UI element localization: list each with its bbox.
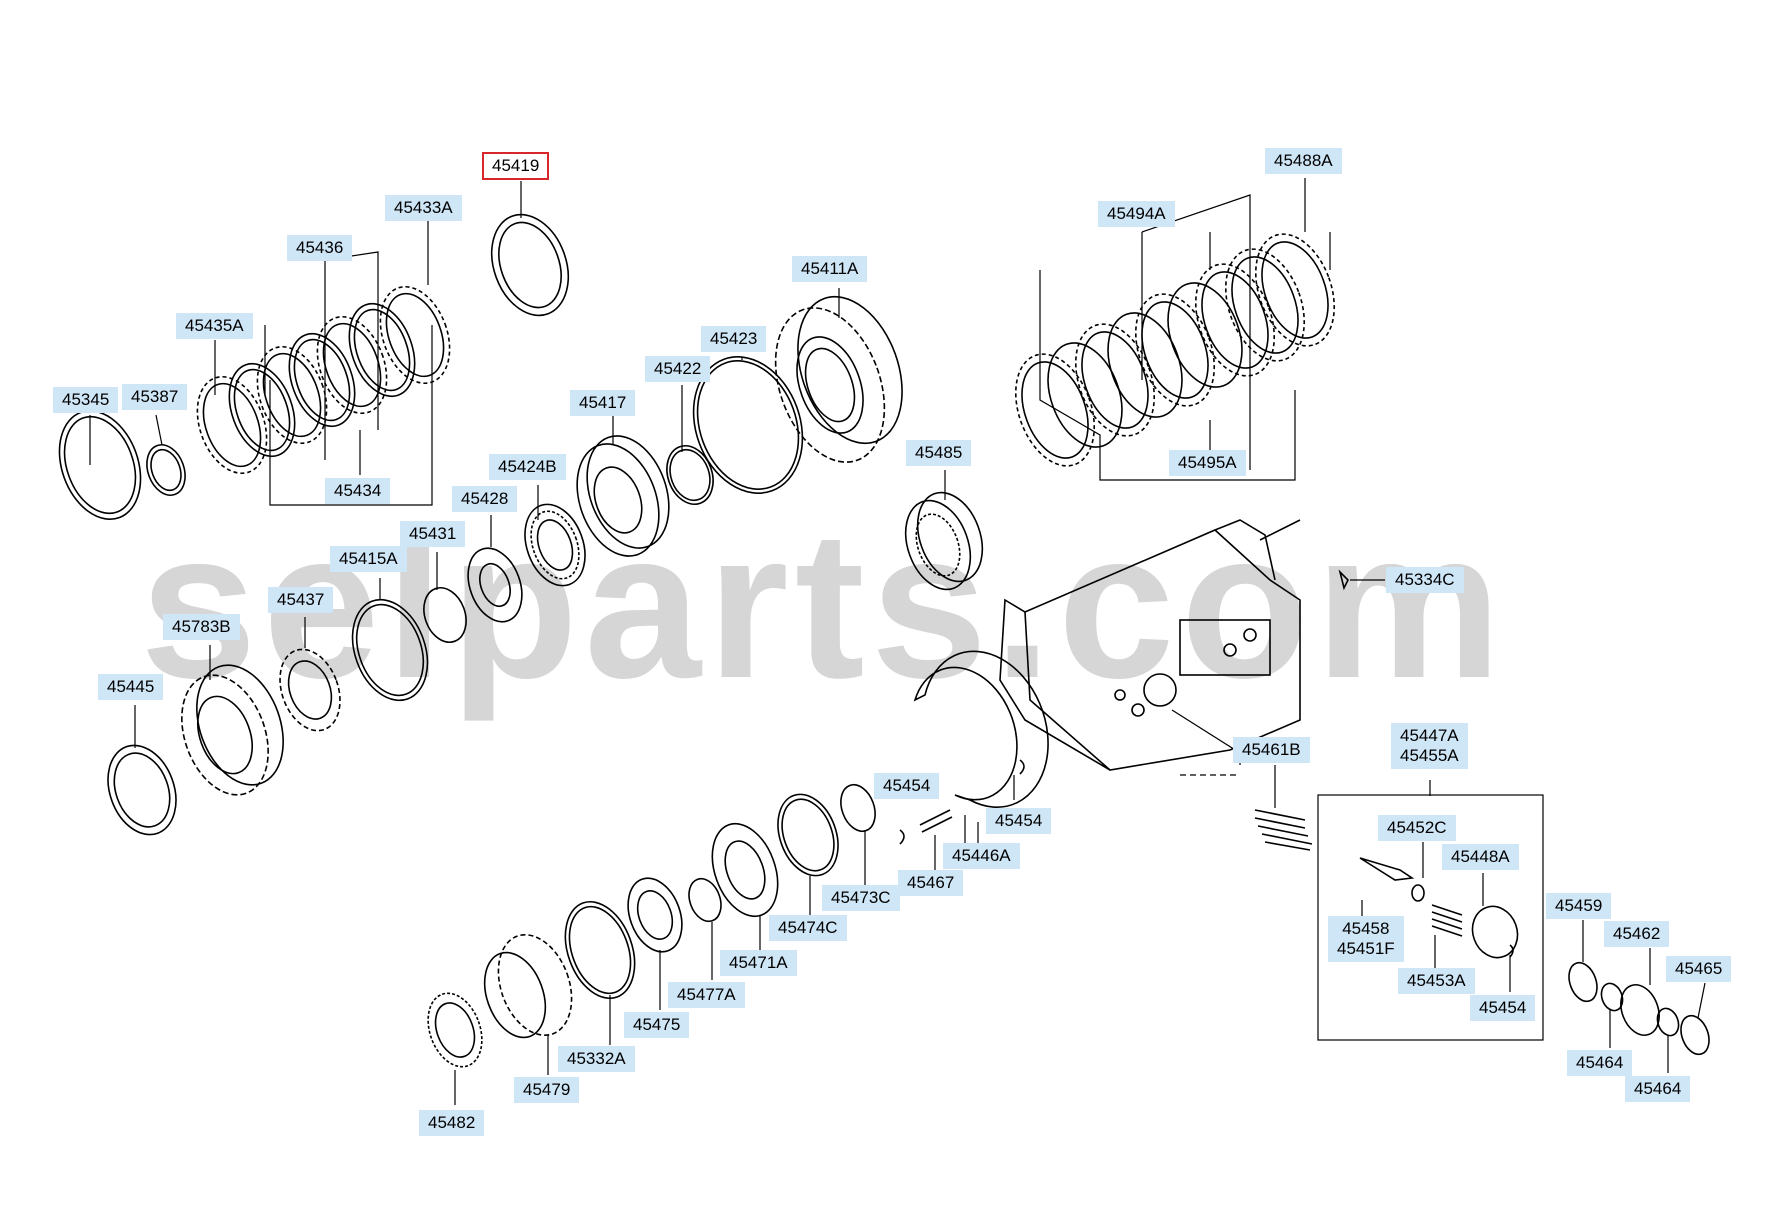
part-label-45458-45451F[interactable]: 45458 45451F xyxy=(1328,916,1404,962)
part-label-45417[interactable]: 45417 xyxy=(570,390,636,416)
part-45448A-plug xyxy=(1471,905,1519,959)
part-label-45464-a[interactable]: 45464 xyxy=(1567,1050,1633,1076)
part-label-45437[interactable]: 45437 xyxy=(268,587,334,613)
part-label-45494A[interactable]: 45494A xyxy=(1098,201,1175,227)
part-label-45445[interactable]: 45445 xyxy=(98,674,164,700)
part-45485-sprag xyxy=(904,491,984,591)
part-label-45454-b[interactable]: 45454 xyxy=(986,808,1052,834)
part-label-45431[interactable]: 45431 xyxy=(400,521,466,547)
part-label-45411A[interactable]: 45411A xyxy=(792,256,868,282)
part-45467-pin xyxy=(919,809,951,826)
part-label-45452C[interactable]: 45452C xyxy=(1378,815,1456,841)
part-label-45423[interactable]: 45423 xyxy=(701,326,767,352)
part-45415A-snap-ring xyxy=(351,598,429,702)
part-45454-clip-b xyxy=(899,829,905,845)
part-label-45419[interactable]: 45419 xyxy=(482,152,550,180)
part-label-45422[interactable]: 45422 xyxy=(645,356,711,382)
part-label-45448A[interactable]: 45448A xyxy=(1442,844,1519,870)
part-label-45453A[interactable]: 45453A xyxy=(1398,968,1475,994)
part-label-45459[interactable]: 45459 xyxy=(1546,893,1612,919)
part-45477A-ring xyxy=(688,877,722,923)
part-label-45477A[interactable]: 45477A xyxy=(668,982,745,1008)
part-45473C-ring xyxy=(840,783,876,833)
part-label-45475[interactable]: 45475 xyxy=(624,1012,690,1038)
part-45479-drum xyxy=(483,933,573,1039)
part-label-45473C[interactable]: 45473C xyxy=(822,885,900,911)
part-45783B-gear xyxy=(181,664,284,796)
part-45417-hub xyxy=(576,435,670,557)
part-45428-washer xyxy=(467,547,523,623)
part-45461B-spring xyxy=(1254,809,1313,851)
part-45422-oring xyxy=(666,445,714,505)
part-45334C-clip xyxy=(1338,569,1349,591)
part-45446A-band xyxy=(913,650,1049,808)
part-label-45435A[interactable]: 45435A xyxy=(176,313,253,339)
part-45453A-spring xyxy=(1431,904,1463,937)
part-45464-ring-b xyxy=(1656,1007,1680,1037)
part-clutch-pack-left xyxy=(196,285,451,475)
part-45345-snap-ring xyxy=(58,409,142,521)
part-45464-ring-a xyxy=(1600,982,1624,1012)
part-transmission-case xyxy=(999,519,1301,771)
part-label-45488A[interactable]: 45488A xyxy=(1265,148,1342,174)
part-label-45464-b[interactable]: 45464 xyxy=(1625,1076,1691,1102)
part-45431-ring xyxy=(423,587,467,643)
part-label-45461B[interactable]: 45461B xyxy=(1233,737,1310,763)
part-label-45783B[interactable]: 45783B xyxy=(163,614,240,640)
part-label-45436[interactable]: 45436 xyxy=(287,235,353,261)
part-label-45424B[interactable]: 45424B xyxy=(489,454,566,480)
part-45465-snap-ring xyxy=(1680,1014,1710,1056)
part-label-45415A[interactable]: 45415A xyxy=(330,546,407,572)
part-45474C-ring xyxy=(777,793,839,877)
part-label-45454-a[interactable]: 45454 xyxy=(874,773,940,799)
part-45419-plate xyxy=(490,213,570,317)
part-45445-washer xyxy=(107,744,177,836)
part-45424B-bearing xyxy=(524,503,586,587)
part-label-45446A[interactable]: 45446A xyxy=(943,843,1020,869)
part-label-45465[interactable]: 45465 xyxy=(1666,956,1732,982)
part-label-45467[interactable]: 45467 xyxy=(898,870,964,896)
part-clutch-pack-right xyxy=(1014,233,1336,467)
part-label-45433A[interactable]: 45433A xyxy=(385,195,462,221)
part-label-45332A[interactable]: 45332A xyxy=(558,1046,635,1072)
part-45423-oring xyxy=(692,356,804,494)
part-label-45474C[interactable]: 45474C xyxy=(769,915,847,941)
part-45454-clip-c xyxy=(1509,944,1514,958)
part-label-45485[interactable]: 45485 xyxy=(906,440,972,466)
part-label-45479[interactable]: 45479 xyxy=(514,1077,580,1103)
part-label-45482[interactable]: 45482 xyxy=(419,1110,485,1136)
part-label-45345[interactable]: 45345 xyxy=(53,387,119,413)
part-label-45428[interactable]: 45428 xyxy=(452,486,518,512)
part-45458-valve xyxy=(1359,857,1415,881)
part-label-45451F: 45451F xyxy=(1337,939,1395,958)
part-45482-plate xyxy=(427,992,483,1068)
part-label-45447A-45455A[interactable]: 45447A 45455A xyxy=(1391,723,1468,769)
part-label-45458: 45458 xyxy=(1342,919,1390,938)
part-label-45454-box[interactable]: 45454 xyxy=(1470,995,1536,1021)
part-45452C-ring xyxy=(1411,884,1425,902)
part-label-45434[interactable]: 45434 xyxy=(325,478,391,504)
part-45462-piston xyxy=(1620,984,1660,1036)
part-45387-ring xyxy=(146,444,186,496)
part-label-45334C[interactable]: 45334C xyxy=(1386,567,1464,593)
part-label-45462[interactable]: 45462 xyxy=(1604,921,1670,947)
part-45411A-drum xyxy=(774,295,903,463)
part-label-45495A[interactable]: 45495A xyxy=(1169,450,1246,476)
leader-lines xyxy=(89,178,1706,1105)
part-45332A-ring xyxy=(564,900,636,1000)
part-45454-clip-a xyxy=(1019,759,1025,775)
part-45459-ring xyxy=(1568,961,1598,1003)
part-label-45455A: 45455A xyxy=(1400,746,1459,765)
part-label-45471A[interactable]: 45471A xyxy=(720,950,797,976)
part-label-45447A: 45447A xyxy=(1400,726,1459,745)
part-label-45387[interactable]: 45387 xyxy=(122,384,188,410)
part-45475-hub xyxy=(627,877,683,953)
part-45437-plate xyxy=(279,648,341,732)
part-45471A-piston xyxy=(711,822,779,918)
